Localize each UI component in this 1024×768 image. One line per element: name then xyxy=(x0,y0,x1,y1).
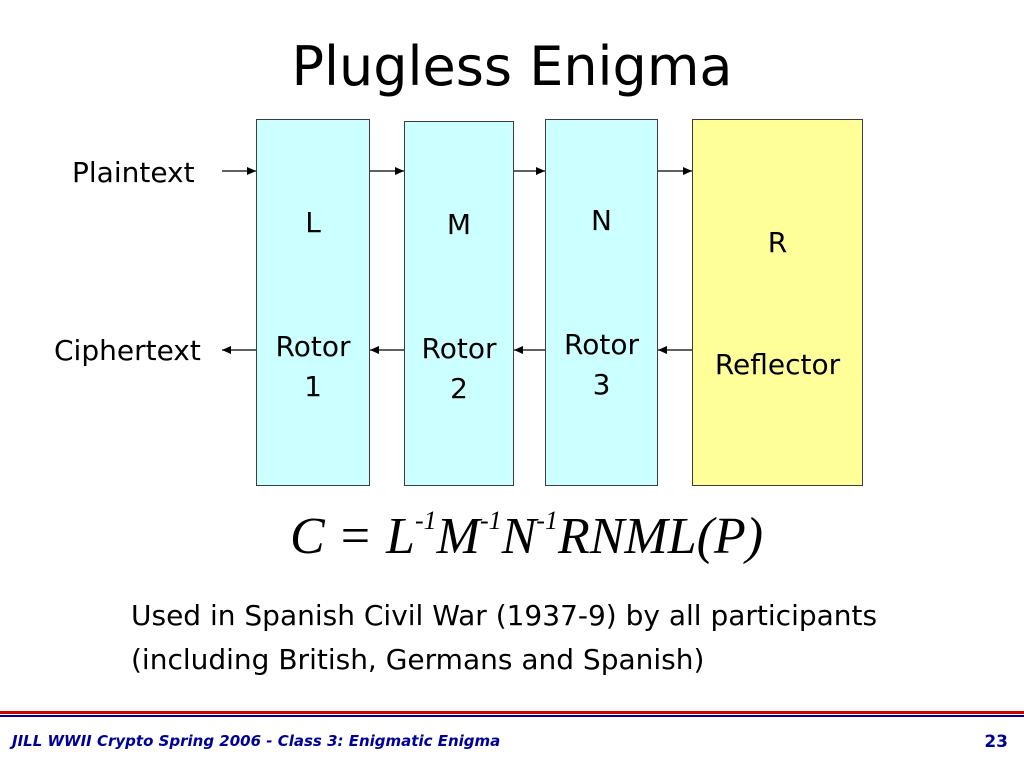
reflector-box: R Reflector xyxy=(692,119,863,486)
rotor-n-name: Rotor xyxy=(564,328,639,361)
rotor-m-name: Rotor xyxy=(421,332,497,365)
rotor-l-box: L Rotor 1 xyxy=(256,119,370,486)
note-line-1: Used in Spanish Civil War (1937-9) by al… xyxy=(131,599,878,632)
rotor-n-box: N Rotor 3 xyxy=(545,119,658,486)
formula-lhs: C xyxy=(290,508,325,565)
formula-exp-3: -1 xyxy=(536,506,558,535)
slide-title: Plugless Enigma xyxy=(291,35,733,98)
formula-exp-1: -1 xyxy=(414,506,437,535)
formula-term-3: N xyxy=(501,508,537,565)
rotor-l-letter: L xyxy=(305,206,321,239)
note-line-2: (including British, Germans and Spanish) xyxy=(131,643,705,676)
rotor-l-number: 1 xyxy=(304,370,322,403)
formula-term-2: M xyxy=(436,508,480,565)
historical-note: Used in Spanish Civil War (1937-9) by al… xyxy=(131,594,1024,682)
formula-term-1: L xyxy=(386,508,415,565)
plaintext-label: Plaintext xyxy=(72,156,195,189)
reflector-name: Reflector xyxy=(714,348,841,381)
enigma-formula: C=L-1M-1N-1RNML(P) xyxy=(290,502,763,572)
rotor-n-number: 3 xyxy=(592,368,611,401)
formula-equals: = xyxy=(340,508,371,565)
rotor-m-number: 2 xyxy=(450,372,468,405)
footer-rule-red xyxy=(0,711,1024,714)
footer-course-label: JILL WWII Crypto Spring 2006 - Class 3: … xyxy=(12,732,501,750)
ciphertext-label: Ciphertext xyxy=(54,334,201,367)
footer-rule-blue xyxy=(0,715,1024,717)
formula-term-4: RNML(P) xyxy=(557,508,764,565)
reflector-letter: R xyxy=(767,226,788,259)
rotor-l-name: Rotor xyxy=(275,330,351,363)
rotor-n-letter: N xyxy=(591,204,612,237)
rotor-m-letter: M xyxy=(446,208,472,241)
rotor-m-box: M Rotor 2 xyxy=(404,121,514,486)
page-number: 23 xyxy=(984,732,1008,752)
formula-exp-2: -1 xyxy=(479,506,502,535)
